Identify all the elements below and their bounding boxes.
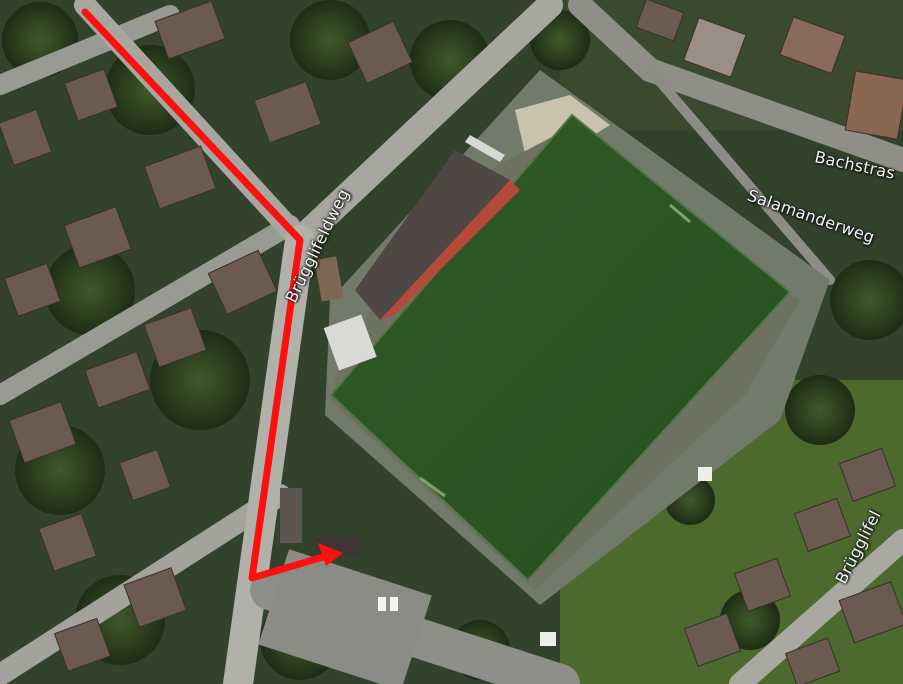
- route-line: [81, 8, 334, 582]
- parking-lot: [258, 549, 432, 684]
- walking-route: [81, 8, 343, 582]
- clubhouse: [323, 314, 377, 371]
- arrow-icon: [318, 543, 343, 566]
- grandstand-roof: [355, 150, 510, 320]
- football-pitch: [329, 113, 792, 582]
